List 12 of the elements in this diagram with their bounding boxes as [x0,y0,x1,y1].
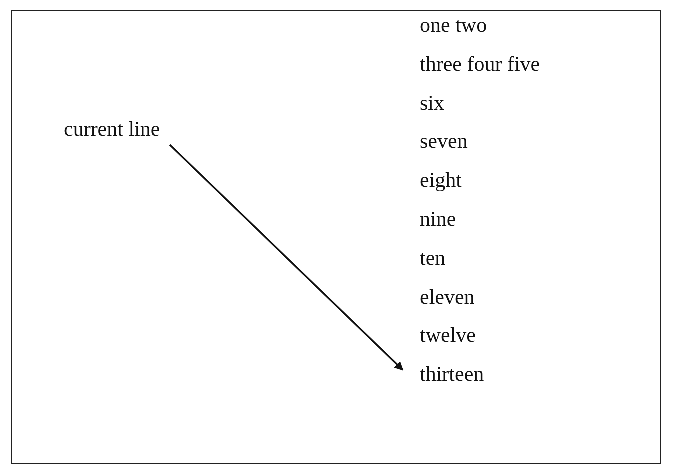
list-item: eight [420,168,462,192]
list-item: ten [420,246,446,270]
list-item: one two [420,13,488,37]
list-item: seven [420,129,468,154]
list-item: nine [420,207,456,231]
list-item: eleven [420,284,475,309]
text-label: thirteen [420,362,484,386]
list-item: three four five [420,52,540,76]
arrow [169,144,404,371]
text-label: current line [64,117,160,141]
list-item: twelve [420,323,476,348]
list-item: six [420,90,445,115]
